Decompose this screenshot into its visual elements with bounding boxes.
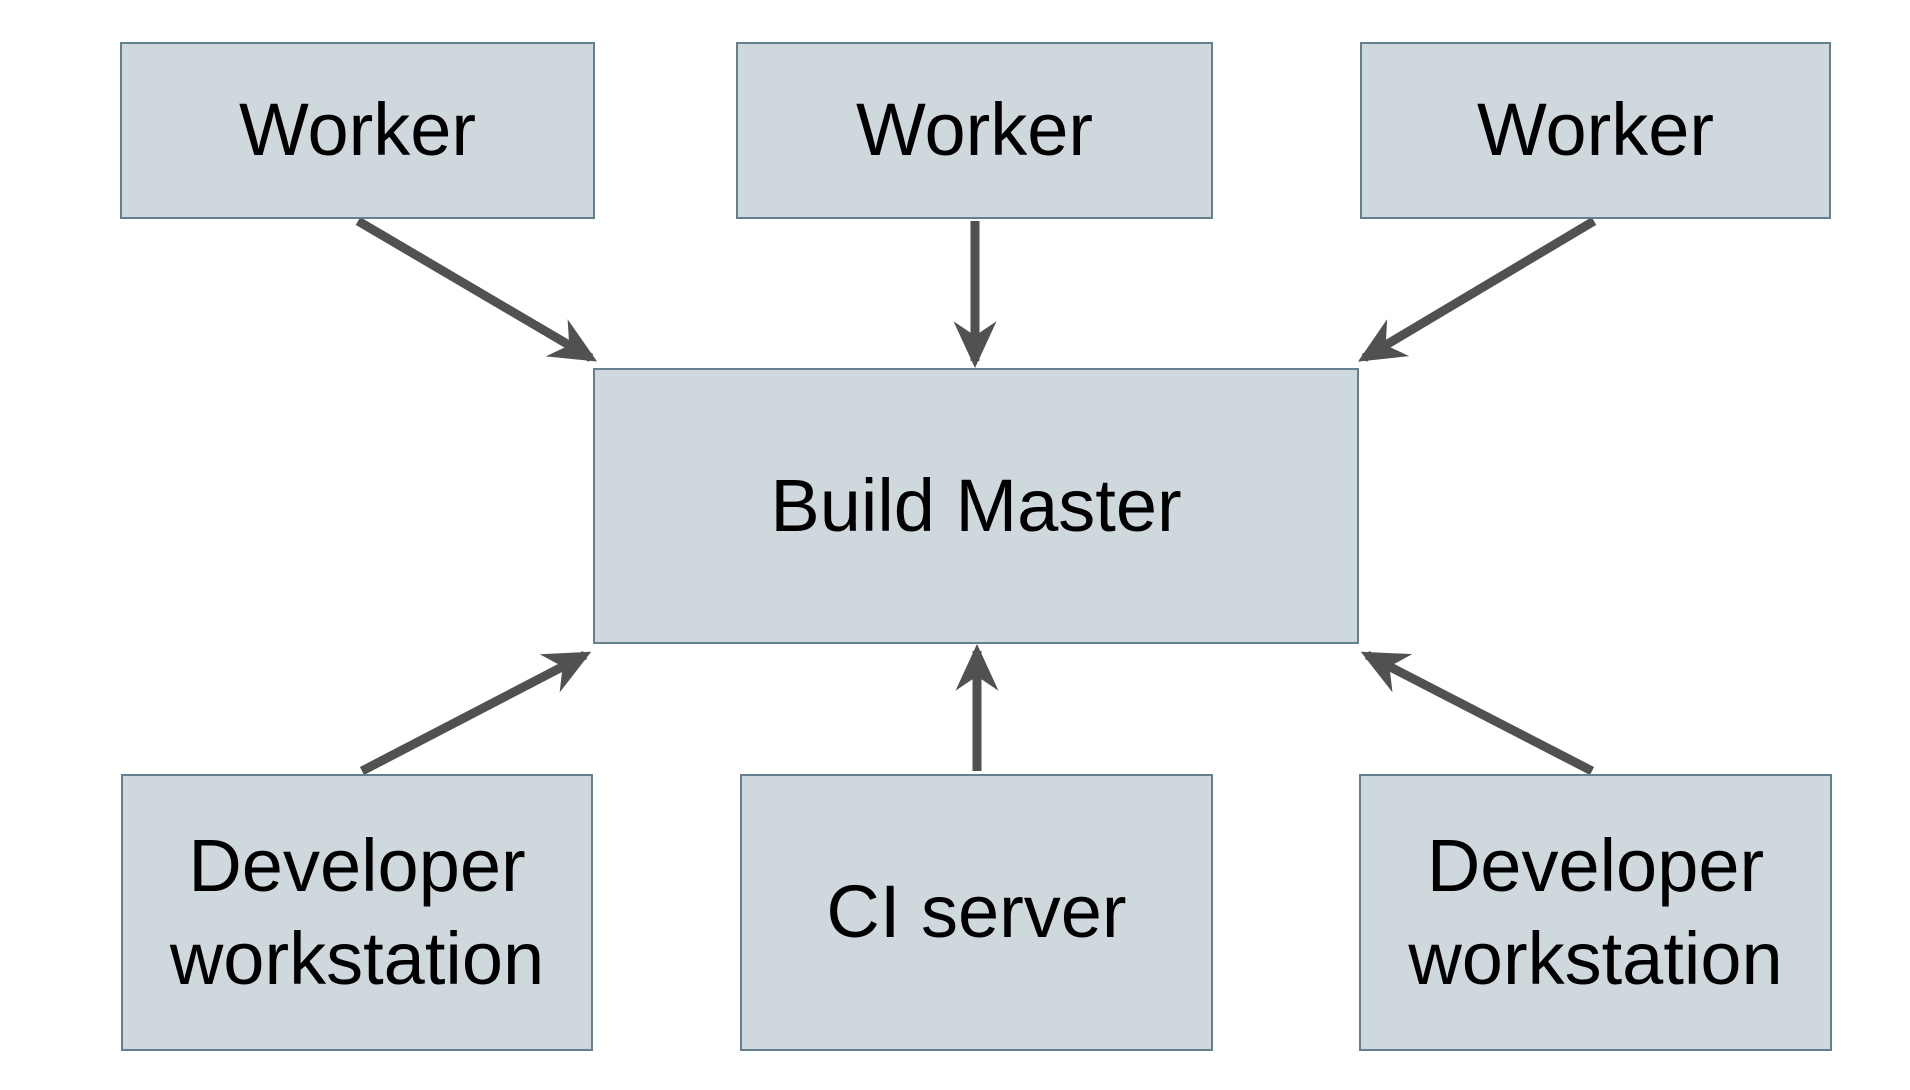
edge-worker-3-to-build-master [1357, 217, 1597, 362]
edge-developer-workstation-1-to-build-master [359, 651, 592, 775]
node-worker-1: Worker [120, 42, 595, 219]
node-developer-workstation-1-label: Developer workstation [169, 824, 545, 1000]
node-developer-workstation-2: Developer workstation [1359, 774, 1832, 1051]
edge-worker-1-to-build-master [355, 217, 598, 362]
node-build-master: Build Master [593, 368, 1359, 644]
node-developer-workstation-2-label: Developer workstation [1408, 824, 1783, 1000]
edge-developer-workstation-2-to-build-master [1360, 651, 1595, 775]
node-worker-2-label: Worker [855, 88, 1094, 172]
node-worker-3: Worker [1360, 42, 1831, 219]
node-worker-3-label: Worker [1476, 88, 1715, 172]
node-worker-2: Worker [736, 42, 1213, 219]
node-ci-server: CI server [740, 774, 1213, 1051]
node-worker-1-label: Worker [238, 88, 477, 172]
node-build-master-label: Build Master [770, 463, 1182, 547]
node-ci-server-label: CI server [826, 870, 1127, 954]
node-developer-workstation-1: Developer workstation [121, 774, 593, 1051]
